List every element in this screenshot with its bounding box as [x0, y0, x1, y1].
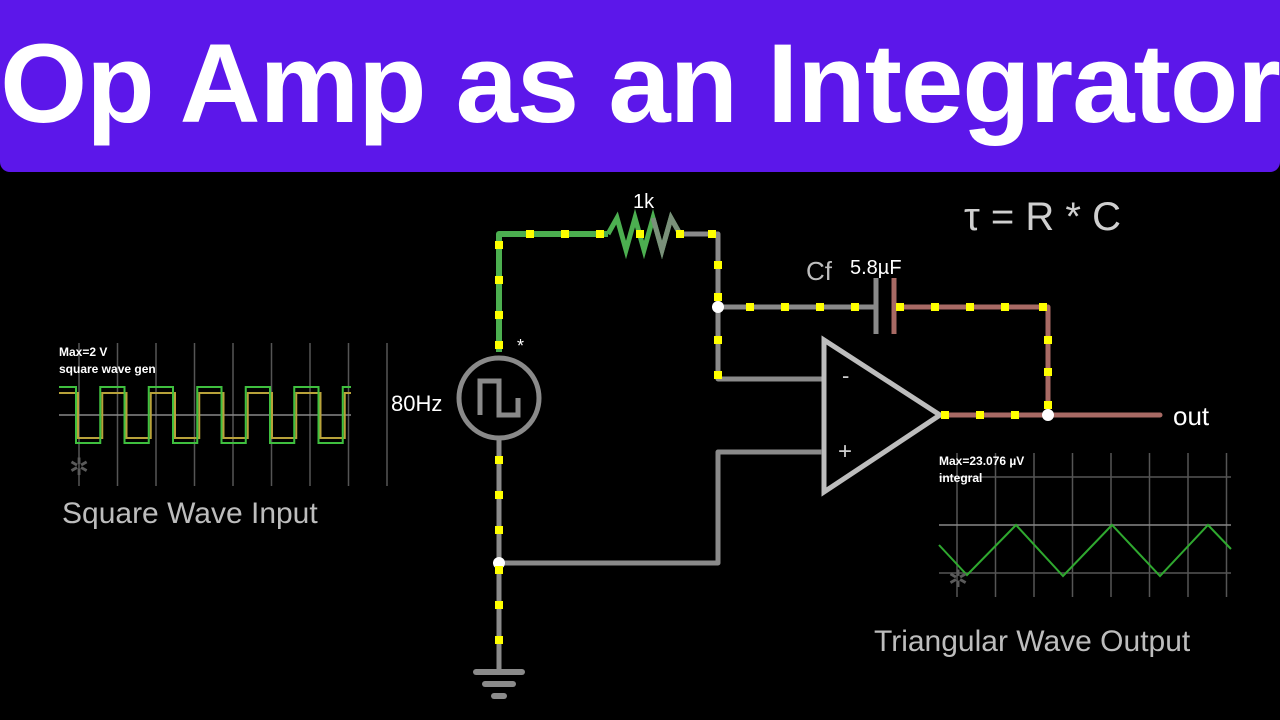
- current-dot: [816, 303, 824, 311]
- current-dot: [561, 230, 569, 238]
- current-dot: [966, 303, 974, 311]
- inverting-input-sign: -: [842, 363, 849, 388]
- input-scope[interactable]: Max=2 V square wave gen ✲ Square Wave In…: [59, 343, 388, 530]
- current-dot: [636, 230, 644, 238]
- current-dot: [714, 293, 722, 301]
- junction-output: [1042, 409, 1054, 421]
- time-constant-formula: τ = R * C: [964, 195, 1121, 239]
- noninverting-input-sign: +: [838, 438, 852, 465]
- input-scope-max: Max=2 V: [59, 345, 107, 359]
- output-scope-gear-icon[interactable]: ✲: [948, 566, 968, 593]
- current-dot: [976, 411, 984, 419]
- current-dot: [708, 230, 716, 238]
- current-dot: [495, 636, 503, 644]
- output-scope-caption: Triangular Wave Output: [874, 625, 1191, 658]
- noninverting-wire: [499, 449, 822, 566]
- current-dot: [676, 230, 684, 238]
- current-dot: [495, 526, 503, 534]
- current-dot: [1044, 401, 1052, 409]
- current-dot: [526, 230, 534, 238]
- current-dot: [746, 303, 754, 311]
- current-dot: [596, 230, 604, 238]
- page-title: Op Amp as an Integrator: [0, 21, 1280, 146]
- current-dot: [495, 456, 503, 464]
- output-scope-name: integral: [939, 471, 982, 485]
- input-wire: [496, 231, 608, 352]
- current-dot: [1044, 368, 1052, 376]
- junction-inverting: [712, 301, 724, 313]
- resistor-r1[interactable]: 1k: [605, 191, 683, 260]
- input-scope-caption: Square Wave Input: [62, 497, 318, 530]
- capacitor-value: 5.8µF: [850, 257, 902, 279]
- current-dot: [851, 303, 859, 311]
- output-scope[interactable]: Max=23.076 µV integral ✲ Triangular Wave…: [874, 453, 1232, 658]
- output-label: out: [1173, 401, 1210, 431]
- current-dot: [931, 303, 939, 311]
- current-dot: [495, 241, 503, 249]
- current-dot: [1039, 303, 1047, 311]
- current-dot: [1001, 303, 1009, 311]
- current-dot: [941, 411, 949, 419]
- current-dot: [1044, 336, 1052, 344]
- current-dot: [495, 276, 503, 284]
- current-dot: [495, 341, 503, 349]
- input-scope-gear-icon[interactable]: ✲: [69, 454, 89, 481]
- current-dot: [495, 601, 503, 609]
- input-trace-secondary: [59, 392, 351, 439]
- current-dot: [495, 311, 503, 319]
- current-dot: [896, 303, 904, 311]
- source-polarity-marker: *: [517, 336, 524, 356]
- square-wave-icon: [477, 378, 521, 418]
- capacitor-cf[interactable]: Cf 5.8µF: [806, 256, 902, 334]
- output-trace: [938, 523, 1232, 578]
- capacitor-name: Cf: [806, 256, 833, 286]
- current-dot: [495, 491, 503, 499]
- current-dot: [781, 303, 789, 311]
- feedback-wire: [894, 304, 1051, 415]
- source-frequency: 80Hz: [391, 391, 442, 416]
- square-wave-source[interactable]: 80Hz *: [391, 336, 542, 441]
- current-dot: [495, 566, 503, 574]
- resistor-label: 1k: [633, 191, 655, 213]
- input-trace: [59, 386, 351, 444]
- op-amp[interactable]: - +: [821, 335, 945, 497]
- output-scope-max: Max=23.076 µV: [939, 454, 1024, 468]
- title-banner: Op Amp as an Integrator: [0, 0, 1280, 172]
- current-flow-dots: [495, 230, 1052, 644]
- ground-icon: [473, 669, 525, 699]
- current-dot: [714, 371, 722, 379]
- current-dot: [714, 261, 722, 269]
- input-scope-name: square wave gen: [59, 362, 156, 376]
- output-scope-grid: [939, 453, 1231, 597]
- current-dot: [1011, 411, 1019, 419]
- current-dot: [714, 336, 722, 344]
